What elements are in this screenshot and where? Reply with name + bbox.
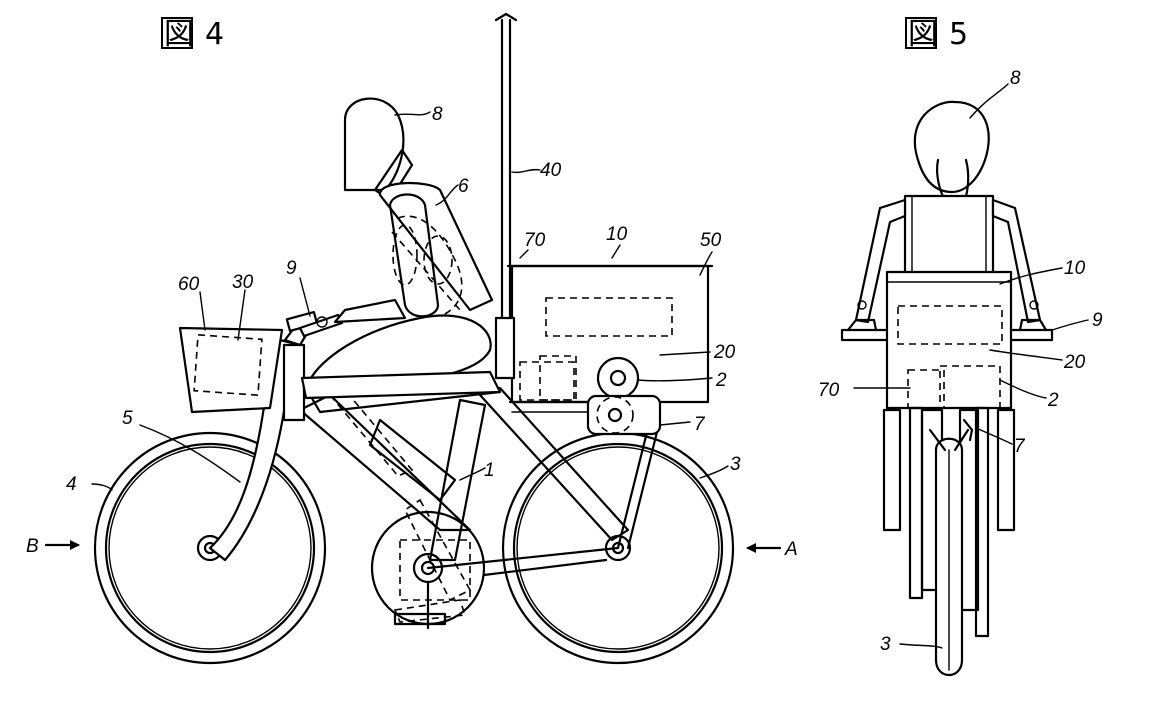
label-8-helmet: 8 <box>432 104 443 125</box>
label-a: A <box>784 539 798 560</box>
label-20-motor-controller: 20 <box>713 342 736 363</box>
figure-4-side-view: B A 8 6 40 70 10 <box>26 14 798 663</box>
label-7-drive-unit-rear: 7 <box>1014 436 1026 457</box>
figure-4-kanji: 図 <box>164 17 194 52</box>
front-basket <box>180 328 282 412</box>
label-70-rear-unit-rear: 70 <box>818 380 840 401</box>
drive-unit <box>588 396 660 434</box>
helmet <box>345 99 403 190</box>
figure-5-kanji: 図 <box>908 17 938 52</box>
label-20-motor-controller-rear: 20 <box>1063 352 1086 373</box>
label-4-front-wheel: 4 <box>66 474 77 495</box>
label-10-battery: 10 <box>606 224 628 245</box>
label-7-drive-unit: 7 <box>694 414 706 435</box>
pole <box>496 14 516 378</box>
label-60-basket: 60 <box>178 274 200 295</box>
label-9-handle: 9 <box>286 258 297 279</box>
label-9-handle-rear: 9 <box>1092 310 1103 331</box>
label-2-sprocket: 2 <box>715 370 727 391</box>
label-2-sprocket-rear: 2 <box>1047 390 1059 411</box>
figure-4-title: 図 4 <box>162 17 224 52</box>
label-40-pole: 40 <box>540 160 562 181</box>
label-50-carrier-box: 50 <box>700 230 722 251</box>
label-b: B <box>26 536 39 557</box>
arrow-a: A <box>746 539 798 560</box>
label-3-rear-wheel-rear: 3 <box>880 634 891 655</box>
figure-5-rear-view: 8 10 9 20 70 2 7 3 <box>818 68 1103 675</box>
label-70-rear-unit: 70 <box>524 230 546 251</box>
label-10-battery-rear: 10 <box>1064 258 1086 279</box>
label-8-helmet-rear: 8 <box>1010 68 1021 89</box>
label-30-basket-item: 30 <box>232 272 254 293</box>
label-3-rear-wheel: 3 <box>730 454 741 475</box>
label-1-frame: 1 <box>484 460 495 481</box>
figure-5-title: 図 5 <box>906 17 968 52</box>
helmet-rear <box>915 102 989 192</box>
arrow-b: B <box>26 536 80 557</box>
label-5-front-fork: 5 <box>122 408 133 429</box>
carrier-box <box>508 266 712 412</box>
figure-5-number: 5 <box>949 17 968 52</box>
figure-4-number: 4 <box>205 17 224 52</box>
label-6-body-armor: 6 <box>458 176 469 197</box>
